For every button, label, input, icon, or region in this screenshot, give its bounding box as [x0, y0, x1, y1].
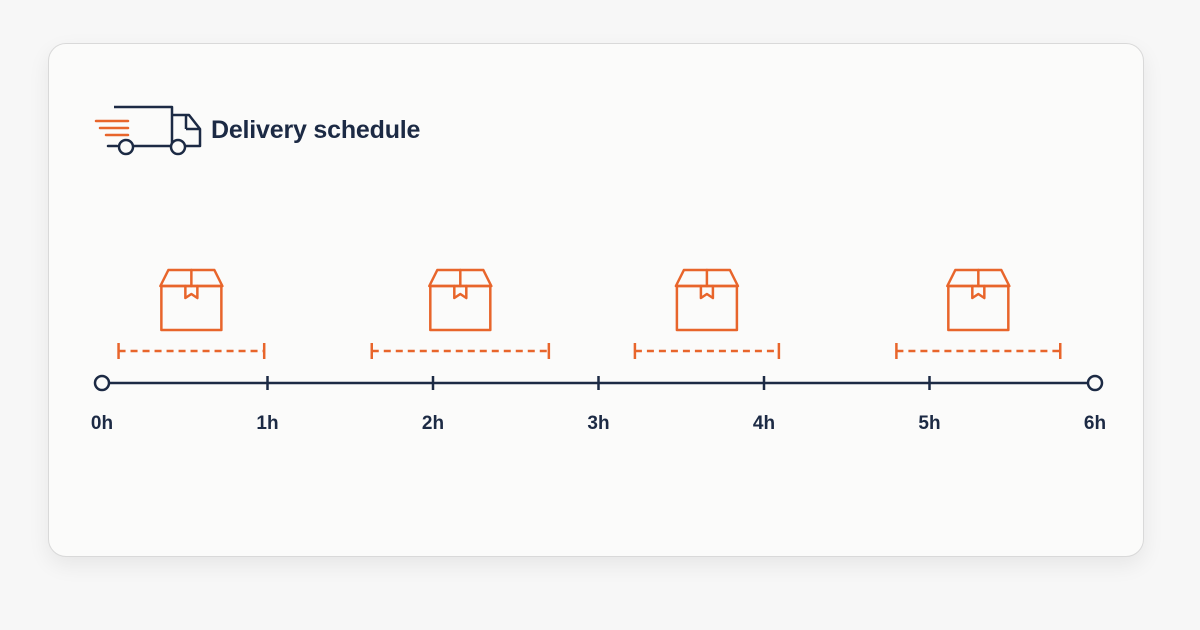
delivery-truck-icon	[94, 105, 202, 156]
timeline-diagram: 0h 1h 2h 3h 4h 5h 6h	[91, 268, 1106, 434]
package-icon	[159, 268, 224, 332]
tick-label: 4h	[753, 413, 775, 434]
tick-label: 2h	[422, 413, 444, 434]
package-icon	[428, 268, 493, 332]
tick-label: 3h	[587, 413, 609, 434]
package-icon	[946, 268, 1011, 332]
page-title: Delivery schedule	[211, 116, 421, 144]
tick-label: 5h	[918, 413, 940, 434]
tick-label: 1h	[256, 413, 278, 434]
package-icon	[674, 268, 740, 332]
tick-label: 6h	[1084, 413, 1106, 434]
timeline-end-marker	[1086, 374, 1104, 392]
tick-label: 0h	[91, 413, 113, 434]
timeline-start-marker	[93, 374, 111, 392]
delivery-schedule-card: Delivery schedule 0h 1h 2h 3h 4h 5h 6h	[48, 43, 1144, 557]
